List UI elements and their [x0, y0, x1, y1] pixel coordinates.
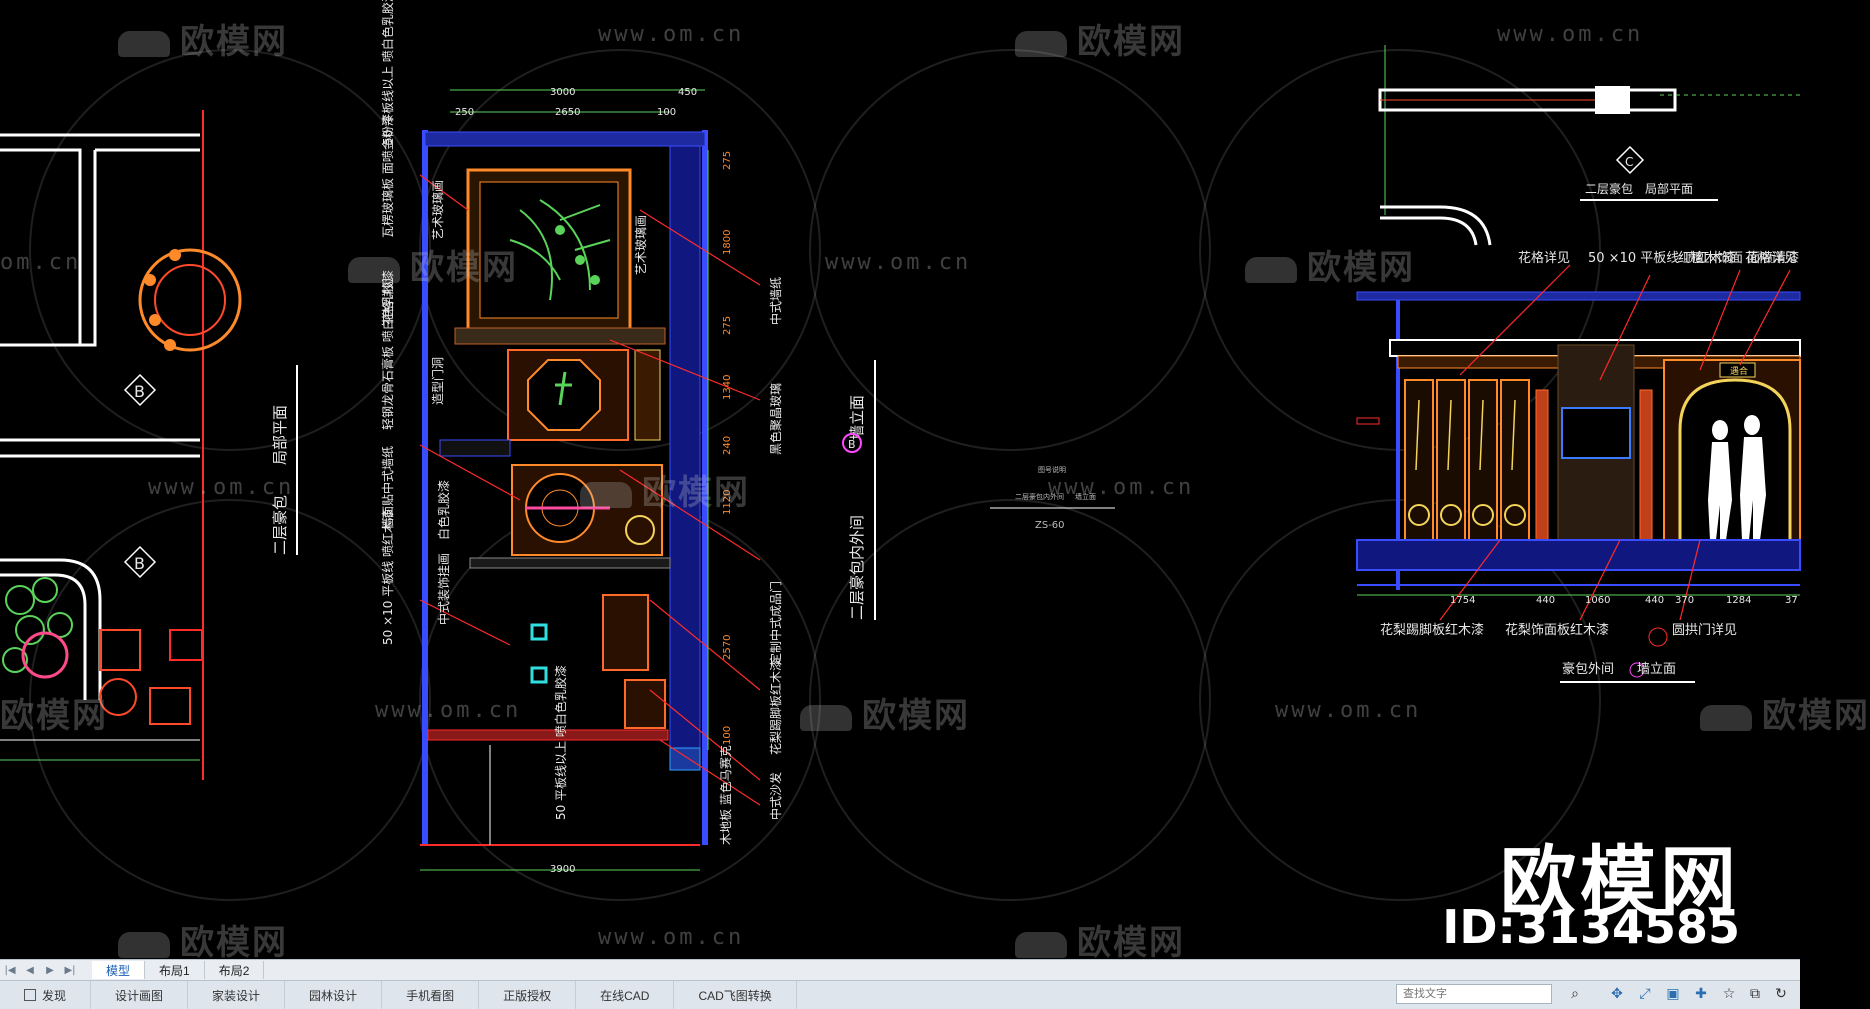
design-draw-button[interactable]: 设计画图 — [91, 981, 189, 1009]
label-left-3: 花格详见 — [380, 277, 395, 325]
small-ref-3: 墙立面 — [1075, 492, 1096, 501]
elev-title: 二层豪包内外间 — [848, 515, 866, 620]
layout-tabs-bar: |◀ ◀ ▶ ▶| 模型 布局1 布局2 — [0, 959, 1800, 980]
r-top-label-2: 红檀木饰面 面喷清漆 — [1678, 250, 1799, 266]
crosshair-icon[interactable]: ✚ — [1695, 986, 1707, 1002]
r-top-label-0: 花格详见 — [1518, 250, 1570, 266]
snap-icon[interactable]: ✥ — [1611, 986, 1623, 1002]
tab-model[interactable]: 模型 — [92, 961, 146, 979]
layer-icon[interactable]: ▣ — [1666, 986, 1680, 1002]
marker-c: C — [1625, 155, 1633, 169]
r-dim-3: 440 — [1645, 595, 1664, 606]
tab-layout-2[interactable]: 布局2 — [205, 961, 265, 979]
garden-design-button[interactable]: 园林设计 — [285, 981, 383, 1009]
prev-layout-icon[interactable]: ◀ — [26, 964, 34, 976]
online-cad-button[interactable]: 在线CAD — [576, 981, 675, 1009]
small-ref-2: 二层豪包内外间 — [1015, 492, 1064, 501]
marker-b-1: B — [134, 382, 145, 401]
dim-v-6: 2570 — [722, 635, 733, 660]
dim-v-3: 1340 — [722, 375, 733, 400]
last-layout-icon[interactable]: ▶| — [64, 964, 76, 976]
dim-total: 3000 — [550, 87, 575, 98]
r-top-label-1: 50 ×10 平板线 喷红木漆 — [1588, 250, 1735, 266]
label-right-5: 中式沙发 — [768, 772, 783, 820]
label-bottom-center: 50 平板线以上 喷白色乳胶漆 — [553, 665, 568, 820]
first-layout-icon[interactable]: |◀ — [4, 964, 16, 976]
label-left-0: 50 平板线以上 喷白色乳胶漆 — [380, 0, 395, 145]
small-ref-code: ZS-60 — [1035, 520, 1065, 531]
small-ref-1: 图号说明 — [1038, 465, 1066, 474]
discover-button[interactable]: 发现 — [0, 981, 92, 1009]
right-plan-title: 二层豪包 — [1585, 181, 1633, 196]
marker-b-2: B — [134, 554, 145, 573]
dim-v-7: 100 — [722, 726, 733, 745]
r-elev-title: 豪包外间 — [1562, 661, 1614, 677]
label-left-4: 轻钢龙骨石膏板 喷白色乳胶漆 — [380, 270, 395, 430]
label-right-4: 花梨踢脚板红木漆 — [768, 659, 783, 755]
r-dim-4: 370 — [1675, 595, 1694, 606]
left-plan: B B — [0, 110, 298, 780]
search-text-input[interactable] — [1396, 984, 1552, 1004]
r-dim-1: 440 — [1536, 595, 1555, 606]
cad-drawing-svg: B B 二层豪包 局部平面 — [0, 0, 1801, 901]
star-icon[interactable]: ☆ — [1722, 986, 1736, 1002]
r-elev-subtitle: 墙立面 — [1637, 662, 1676, 677]
elev-marker-b: B — [848, 438, 856, 451]
search-icon[interactable]: ⌕ — [1571, 986, 1579, 1002]
home-design-button[interactable]: 家装设计 — [188, 981, 286, 1009]
dim-a: 250 — [455, 107, 474, 118]
center-elevation — [419, 89, 761, 871]
zoom-extent-icon[interactable]: ⤢ — [1639, 986, 1651, 1002]
label-right-2: 黑色聚晶玻璃 — [769, 383, 783, 455]
dim-right: 450 — [678, 87, 697, 98]
license-button[interactable]: 正版授权 — [479, 981, 577, 1009]
label-left-1: 瓦楞玻璃板 面喷金粉漆 — [380, 114, 395, 238]
label-left-5: 造型门洞 — [430, 357, 445, 405]
dim-v-4: 240 — [722, 436, 733, 455]
dim-bottom: 3900 — [550, 864, 575, 875]
discover-label: 发现 — [42, 988, 67, 1003]
right-plan-subtitle: 局部平面 — [1645, 181, 1693, 196]
dim-b: 2650 — [555, 107, 580, 118]
label-right-0: 中式墙纸 — [768, 277, 783, 325]
right-plan — [1378, 45, 1800, 246]
label-right-6: 木地板 蓝色马赛克 — [718, 745, 733, 845]
dim-c: 100 — [657, 107, 676, 118]
big-watermark-logo: 欧模网 — [1500, 837, 1740, 926]
left-plan-subtitle: 局部平面 — [271, 405, 289, 465]
elev-subtitle: 墙立面 — [848, 395, 866, 440]
dim-v-2: 275 — [722, 316, 733, 335]
r-top-label-3: 花格详见 — [1745, 250, 1797, 266]
label-left-7: 白色乳胶漆 — [436, 480, 451, 540]
label-left-9: 中式装饰挂画 — [436, 553, 451, 625]
right-elevation — [1356, 264, 1801, 683]
watermark-id: ID:3134585 — [1442, 900, 1740, 954]
grid-icon — [24, 989, 36, 1001]
label-right-3: 定制中式成品门 — [768, 581, 783, 665]
r-bottom-label-1: 花梨饰面板红木漆 — [1505, 622, 1609, 638]
label-right-1: 艺术玻璃画 — [634, 215, 648, 275]
r-dim-6: 37 — [1785, 595, 1798, 606]
r-dim-2: 1060 — [1585, 595, 1610, 606]
cad-convert-button[interactable]: CAD飞图转换 — [674, 981, 797, 1009]
rotate-icon[interactable]: ↻ — [1775, 986, 1787, 1002]
watermark-circles — [29, 49, 1601, 901]
r-dim-0: 1754 — [1450, 595, 1475, 606]
3d-box-icon[interactable]: ⧉ — [1750, 986, 1760, 1002]
dim-v-0: 275 — [722, 151, 733, 170]
label-left-6: 墙面贴中式墙纸 — [380, 446, 395, 530]
plaque-text: 遇合 — [1730, 365, 1748, 377]
r-dim-5: 1284 — [1726, 595, 1751, 606]
label-left-8: 50 ×10 平板线 喷红木漆 — [380, 509, 395, 645]
left-plan-title: 二层豪包 — [271, 495, 289, 555]
mobile-view-button[interactable]: 手机看图 — [382, 981, 480, 1009]
dim-v-1: 1800 — [722, 230, 733, 255]
dim-v-5: 1120 — [722, 490, 733, 515]
cad-drawing-canvas[interactable]: B B 二层豪包 局部平面 — [0, 0, 1868, 963]
next-layout-icon[interactable]: ▶ — [46, 964, 54, 976]
r-bottom-label-0: 花梨踢脚板红木漆 — [1380, 622, 1484, 638]
tab-layout-1[interactable]: 布局1 — [145, 961, 205, 979]
r-bottom-label-2: 圆拱门详见 — [1672, 623, 1737, 638]
label-left-2: 艺术玻璃画 — [431, 180, 445, 240]
